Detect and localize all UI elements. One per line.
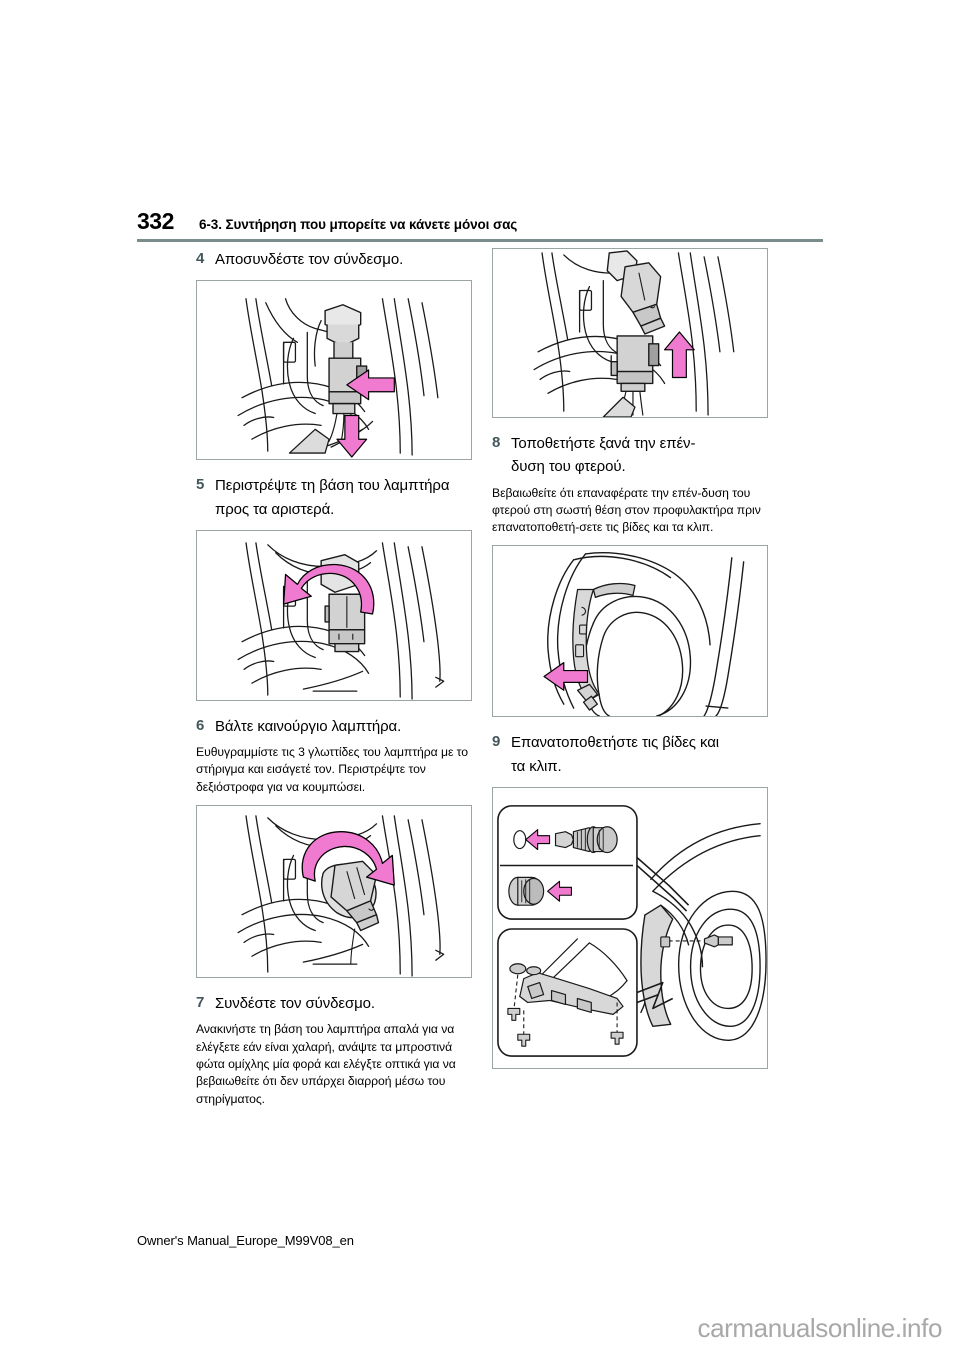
step-item-7: 7 Συνδέστε τον σύνδεσμο. bbox=[196, 992, 472, 1015]
connector-disconnect-figure bbox=[196, 280, 472, 461]
step-number: 5 bbox=[196, 476, 205, 494]
page-header: 332 6-3. Συντήρηση που μπορείτε να κάνετ… bbox=[137, 208, 823, 238]
connector-reconnect-figure bbox=[492, 248, 768, 418]
step-number: 9 bbox=[492, 733, 501, 751]
fender-liner-install-figure bbox=[492, 545, 768, 718]
step-title-line2: τα κλιπ. bbox=[511, 757, 562, 775]
arrow-curved-counterclockwise-pink bbox=[282, 563, 375, 615]
step-title: Τοποθετήστε ξανά την επέν- δυση του φτερ… bbox=[511, 432, 695, 479]
bulb-insert-rotate-right-figure bbox=[196, 804, 472, 978]
arrow-curved-clockwise-pink bbox=[301, 831, 395, 886]
step-title: Επανατοποθετήστε τις βίδες και τα κλιπ. bbox=[511, 731, 719, 778]
arrow-right-pink bbox=[346, 369, 395, 401]
step-title: Βάλτε καινούργιο λαμπτήρα. bbox=[215, 717, 402, 735]
left-column: 4 Αποσυνδέστε τον σύνδεσμο. bbox=[196, 248, 472, 1116]
step-item-9: 9 Επανατοποθετήστε τις βίδες και τα κλιπ… bbox=[492, 731, 768, 778]
step-title: Περιστρέψτε τη βάση του λαμπτήρα προς τα… bbox=[215, 477, 450, 518]
step-number: 7 bbox=[196, 993, 205, 1011]
step-title: Συνδέστε τον σύνδεσμο. bbox=[215, 994, 375, 1012]
arrow-left-pink-clip bbox=[525, 829, 551, 851]
step-title-line2: δυση του φτερού. bbox=[511, 458, 626, 476]
site-watermark: carmanualsonline.info bbox=[697, 1313, 942, 1343]
step-number: 8 bbox=[492, 434, 501, 451]
step-body: Ευθυγραμμίστε τις 3 γλωττίδες του λαμπτή… bbox=[196, 745, 468, 794]
step-item-6: 6 Βάλτε καινούργιο λαμπτήρα. bbox=[196, 715, 472, 738]
step-item-8: 8 Τοποθετήστε ξανά την επέν- δυση του φτ… bbox=[492, 432, 768, 479]
page-number: 332 bbox=[137, 208, 174, 234]
step-item-5: 5 Περιστρέψτε τη βάση του λαμπτήρα προς … bbox=[196, 474, 472, 521]
step-title: Αποσυνδέστε τον σύνδεσμο. bbox=[215, 251, 404, 268]
section-title: 6-3. Συντήρηση που μπορείτε να κάνετε μό… bbox=[199, 217, 518, 232]
arrow-left-pink-screw bbox=[547, 880, 572, 902]
arrow-left-pink bbox=[543, 662, 589, 692]
step-number: 6 bbox=[196, 716, 205, 734]
arrow-up-pink bbox=[663, 331, 695, 379]
manual-id-footer: Owner's Manual_Europe_M99V08_en bbox=[137, 1233, 354, 1248]
step-body: Ανακινήστε τη βάση του λαμπτήρα απαλά γι… bbox=[196, 1022, 456, 1106]
step-title-line1: Επανατοποθετήστε τις βίδες και bbox=[511, 734, 720, 752]
step-number: 4 bbox=[196, 250, 205, 267]
bulb-base-rotate-left-figure bbox=[196, 529, 472, 701]
screws-clips-install-figure bbox=[492, 786, 768, 1069]
header-divider bbox=[137, 239, 823, 242]
right-column: 8 Τοποθετήστε ξανά την επέν- δυση του φτ… bbox=[492, 248, 768, 1083]
step-body: Βεβαιωθείτε ότι επαναφέρατε την επέν-δυσ… bbox=[492, 485, 761, 535]
step-item-4: 4 Αποσυνδέστε τον σύνδεσμο. bbox=[196, 248, 472, 271]
step-title-line1: Τοποθετήστε ξανά την επέν- bbox=[511, 435, 696, 452]
arrow-down-pink bbox=[336, 415, 368, 458]
